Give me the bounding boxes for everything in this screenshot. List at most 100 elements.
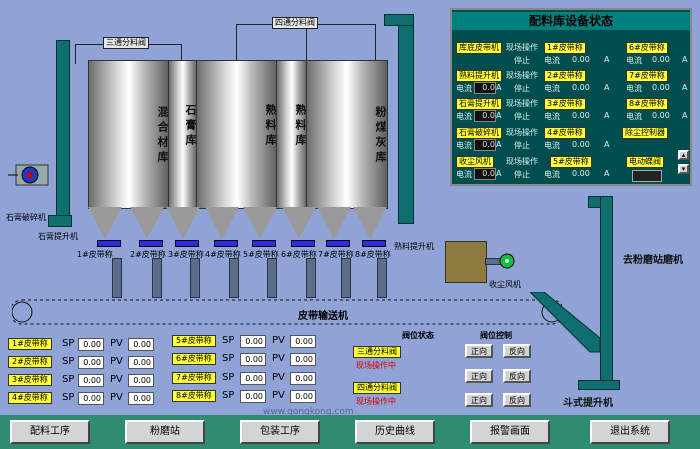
feeder-4[interactable] — [214, 240, 238, 247]
panel-title: 配料库设备状态 — [452, 12, 690, 30]
unit-label: A — [682, 55, 688, 64]
chute — [341, 258, 351, 298]
device-name: 熟料提升机 — [456, 70, 502, 82]
current-value: 0.0 — [474, 168, 496, 180]
silo-label: 熟料库 — [264, 103, 277, 149]
clinker-elevator[interactable] — [398, 14, 414, 224]
feeder-1[interactable] — [97, 240, 121, 247]
chute — [190, 258, 200, 298]
scroll-up-icon[interactable]: ▴ — [678, 150, 689, 160]
valve-control-header: 阀位控制 — [480, 331, 512, 340]
feeder-5[interactable] — [252, 240, 276, 247]
current-label: 电流 — [626, 56, 642, 65]
sp-value[interactable]: 0.00 — [78, 356, 104, 369]
scale-name: 4#皮带称 — [8, 392, 52, 404]
valve2-forward-button[interactable]: 正向 — [465, 369, 493, 383]
feeder-8[interactable] — [362, 240, 386, 247]
nav-exit-button[interactable]: 退出系统 — [590, 420, 670, 444]
current-value: 0.00 — [572, 140, 590, 149]
scale-name: 1#皮带称 — [8, 338, 52, 350]
sp-value[interactable]: 0.00 — [78, 338, 104, 351]
gypsum-crusher-label: 石膏破碎机 — [6, 213, 46, 222]
unit-label: A — [682, 111, 688, 120]
silo-gypsum[interactable]: 石膏库 — [168, 60, 198, 209]
nav-history-button[interactable]: 历史曲线 — [355, 420, 435, 444]
dust-fan-icon[interactable] — [497, 252, 517, 270]
nav-grinding-button[interactable]: 粉磨站 — [125, 420, 205, 444]
clinker-elevator-label: 熟料提升机 — [394, 242, 434, 251]
scale-name: 2#皮带称 — [8, 356, 52, 368]
stop-text: 停止 — [514, 112, 530, 121]
pv-label: PV — [110, 338, 123, 349]
nav-batching-button[interactable]: 配料工序 — [10, 420, 90, 444]
pv-value: 0.00 — [290, 390, 316, 403]
current-label: 电流 — [456, 170, 472, 179]
bucket-elevator[interactable] — [600, 196, 613, 384]
sp-value[interactable]: 0.00 — [240, 390, 266, 403]
feeder-label: 2#皮带称 — [130, 250, 166, 259]
nav-packing-button[interactable]: 包装工序 — [240, 420, 320, 444]
current-label: 电流 — [456, 84, 472, 93]
pv-value: 0.00 — [290, 335, 316, 348]
gypsum-elevator[interactable] — [56, 40, 70, 222]
chute — [306, 258, 316, 298]
silo-cone — [88, 207, 122, 239]
sp-value[interactable]: 0.00 — [78, 392, 104, 405]
field-op-text: 现场操作 — [506, 128, 538, 137]
current-value: 0.00 — [652, 55, 670, 64]
three-way-valve-status: 现场操作中 — [356, 361, 396, 370]
sp-value[interactable]: 0.00 — [240, 353, 266, 366]
scale-name: 1#皮带称 — [544, 42, 586, 54]
current-value: 0.0 — [474, 82, 496, 94]
scale-name: 3#皮带称 — [544, 98, 586, 110]
unit-label: A — [604, 111, 610, 120]
pv-label: PV — [272, 353, 285, 364]
scale-name: 8#皮带称 — [626, 98, 668, 110]
sp-label: SP — [62, 374, 75, 385]
belt-conveyor[interactable] — [12, 296, 562, 328]
sp-value[interactable]: 0.00 — [240, 335, 266, 348]
valve1-forward-button[interactable]: 正向 — [465, 344, 493, 358]
dust-controller-label[interactable]: 除尘控制器 — [622, 127, 668, 139]
feeder-6[interactable] — [291, 240, 315, 247]
current-value: 0.0 — [474, 110, 496, 122]
chute — [152, 258, 162, 298]
current-label: 电流 — [456, 112, 472, 121]
silo-clinker-1[interactable]: 熟料库 — [196, 60, 278, 209]
current-label: 电流 — [626, 84, 642, 93]
sp-value[interactable]: 0.00 — [240, 372, 266, 385]
valve3-forward-button[interactable]: 正向 — [465, 393, 493, 407]
feeder-2[interactable] — [139, 240, 163, 247]
unit-label: A — [604, 169, 610, 178]
wire — [236, 24, 237, 64]
scale-name: 6#皮带称 — [626, 42, 668, 54]
silo-mixed-material[interactable]: 混合材库 — [88, 60, 170, 209]
silo-clinker-2[interactable]: 熟料库 — [276, 60, 308, 209]
sp-label: SP — [222, 372, 235, 383]
silo-cone — [166, 207, 200, 239]
valve1-reverse-button[interactable]: 反向 — [503, 344, 531, 358]
clinker-elevator-head — [384, 14, 414, 26]
unit-label: A — [604, 55, 610, 64]
valve3-reverse-button[interactable]: 反向 — [503, 393, 531, 407]
electric-valve-label[interactable]: 电动蝶阀 — [626, 156, 664, 168]
scale-name: 2#皮带称 — [544, 70, 586, 82]
pv-value: 0.00 — [128, 374, 154, 387]
feeder-label: 7#皮带称 — [318, 250, 354, 259]
gypsum-crusher-icon[interactable] — [6, 163, 54, 189]
silo-fly-ash[interactable]: 粉煤灰库 — [306, 60, 388, 209]
current-label: 电流 — [544, 84, 560, 93]
feeder-label: 1#皮带称 — [77, 250, 113, 259]
pv-label: PV — [272, 390, 285, 401]
scroll-down-icon[interactable]: ▾ — [678, 164, 689, 174]
feeder-7[interactable] — [326, 240, 350, 247]
feeder-3[interactable] — [175, 240, 199, 247]
scale-name: 5#皮带称 — [550, 156, 592, 168]
three-way-valve-name: 三通分料阀 — [353, 346, 401, 358]
dust-collector[interactable] — [445, 241, 487, 283]
four-way-valve-status: 现场操作中 — [356, 397, 396, 406]
valve2-reverse-button[interactable]: 反向 — [503, 369, 531, 383]
nav-alarm-button[interactable]: 报警画面 — [470, 420, 550, 444]
field-op-text: 现场操作 — [506, 71, 538, 80]
sp-value[interactable]: 0.00 — [78, 374, 104, 387]
